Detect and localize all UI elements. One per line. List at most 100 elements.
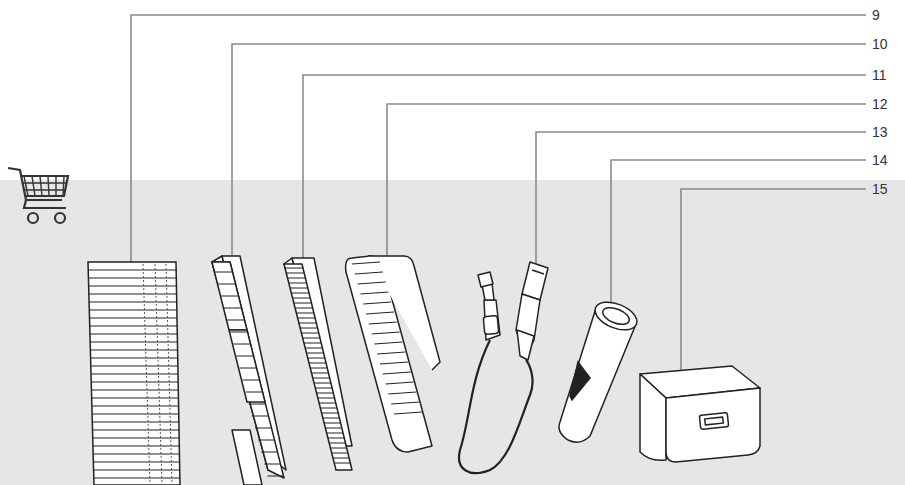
staple-edge (329, 443, 345, 444)
staple-edge (93, 462, 179, 463)
staple-edge (289, 283, 307, 284)
staple-edge (255, 428, 271, 429)
staple-edge (91, 382, 178, 383)
staple-edge (290, 288, 308, 289)
staple-edge (291, 293, 309, 294)
staple-edge (352, 262, 380, 264)
staple-edge (89, 310, 177, 311)
staple-edge (261, 452, 277, 453)
staple-edge (317, 393, 334, 394)
staple-edge (299, 323, 316, 324)
staple-edge (327, 433, 343, 434)
staple-edge (94, 478, 180, 479)
staple-edge (267, 476, 283, 477)
callout-number: 11 (872, 67, 887, 83)
staple-edge (91, 374, 178, 375)
staple-edge (92, 414, 179, 415)
staple-edge (386, 382, 414, 384)
staple-edge (91, 358, 178, 359)
staple-edge (305, 348, 322, 349)
staple-edge (89, 286, 177, 287)
staple-edge (249, 404, 266, 405)
staple-edge (333, 458, 349, 459)
staple-edge (286, 273, 304, 274)
staple-edge (388, 392, 416, 394)
staple-edge (298, 318, 315, 319)
callout-number: 14 (872, 152, 888, 168)
callout-number: 12 (872, 96, 888, 112)
staple-edge (91, 366, 178, 367)
staple-edge (377, 352, 405, 354)
background-band (0, 180, 905, 485)
callout-number: 13 (872, 124, 888, 140)
battery-cell (559, 297, 641, 443)
staple-edge (325, 428, 341, 429)
staple-edge (264, 464, 280, 465)
staple-edge (394, 412, 422, 414)
staple-edge (252, 416, 269, 417)
staple-edge (293, 298, 311, 299)
staple-edge (89, 294, 177, 295)
staple-edge (92, 398, 179, 399)
staple-edge (90, 334, 177, 335)
staple-edge (89, 302, 177, 303)
staple-edge (314, 383, 331, 384)
staple-edge (324, 423, 340, 424)
staple-edge (391, 402, 419, 404)
staple-edge (312, 373, 329, 374)
staple-edge (319, 403, 336, 404)
staple-edge (303, 338, 320, 339)
staple-edge (358, 282, 386, 284)
staple-edge (92, 422, 179, 423)
staple-edge (323, 418, 340, 419)
staple-edge (88, 270, 176, 271)
staple-edge (233, 344, 250, 345)
staple-edge (243, 380, 260, 381)
staple-edge (93, 438, 179, 439)
staple-edge (93, 446, 179, 447)
staple-edge (93, 430, 179, 431)
staple-edge (227, 320, 244, 321)
staple-edge (93, 454, 179, 455)
staple-strip (88, 262, 180, 485)
staple-edge (355, 272, 383, 274)
staple-edge (313, 378, 330, 379)
staple-edge (363, 302, 391, 304)
staple-edge (218, 284, 236, 285)
staple-edge (90, 326, 177, 327)
staple-edge (94, 470, 180, 471)
staple-edge (92, 406, 179, 407)
staple-edge (90, 350, 177, 351)
staple-edge (308, 358, 325, 359)
staple-stick (212, 256, 286, 485)
callout-number: 10 (872, 36, 888, 52)
staple-edge (295, 308, 313, 309)
staple-edge (306, 353, 323, 354)
staple-edge (360, 292, 388, 294)
u-staple-stack (346, 256, 440, 452)
staple-edge (315, 388, 332, 389)
callout-number: 15 (872, 181, 888, 197)
staple-edge (239, 368, 256, 369)
staple-edge (294, 303, 312, 304)
staple-edge (372, 332, 400, 334)
staple-edge (90, 342, 177, 343)
staple-edge (374, 342, 402, 344)
staple-edge (288, 278, 306, 279)
staple-edge (221, 296, 239, 297)
staple-edge (310, 368, 327, 369)
staple-edge (301, 333, 318, 334)
staple-stick-narrow (284, 258, 352, 470)
usb-cable (459, 262, 548, 473)
usb-charger (640, 366, 760, 462)
staple-edge (366, 312, 394, 314)
staple-edge (91, 390, 178, 391)
staple-edge (88, 278, 176, 279)
staple-edge (224, 308, 242, 309)
cart-icon (8, 168, 68, 223)
staple-edge (296, 313, 314, 314)
staple-edge (320, 408, 337, 409)
staple-edge (322, 413, 339, 414)
